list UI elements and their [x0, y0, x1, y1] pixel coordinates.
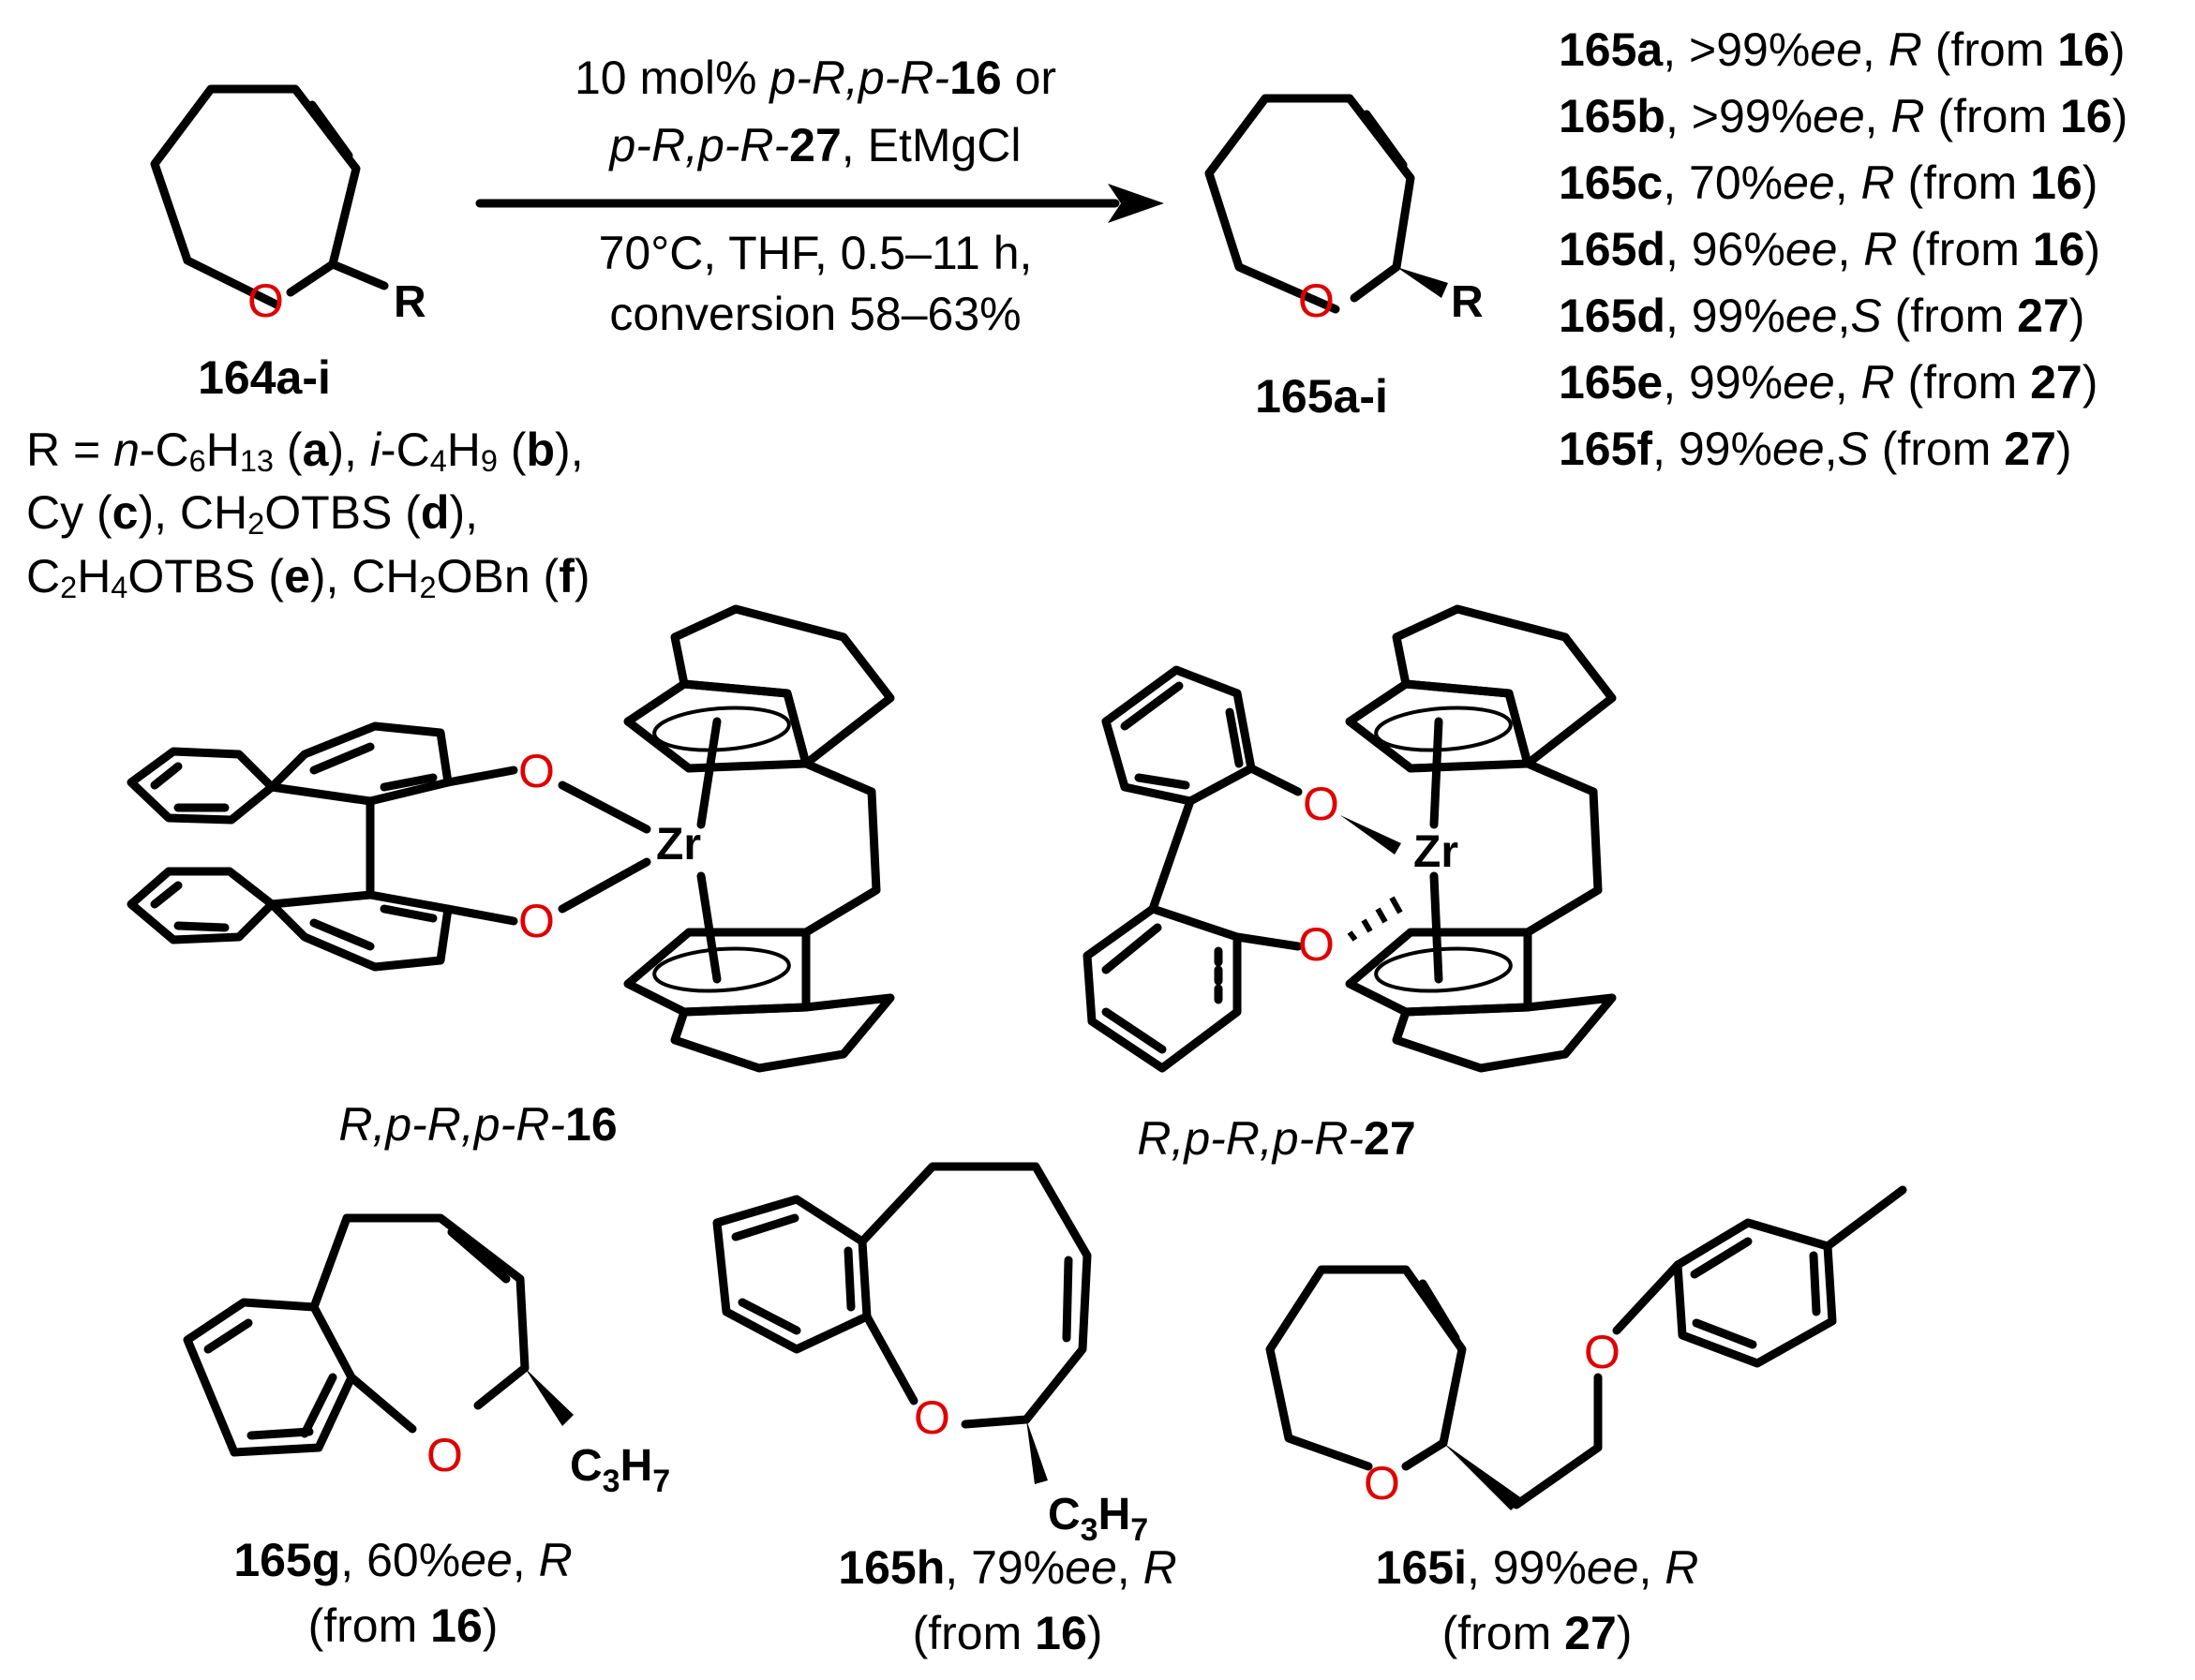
result-row: 165c, 70%ee, R (from 16)	[1559, 156, 2098, 209]
example-165g-source: (from 16)	[307, 1599, 499, 1652]
product-165-structure: O R	[1204, 94, 1484, 327]
r-group-label: R	[1451, 277, 1484, 327]
oxygen-atom: O	[1584, 1326, 1620, 1378]
product-label: 165a-i	[1255, 370, 1388, 423]
zirconium-atom: Zr	[1413, 827, 1458, 877]
result-row: 165b, >99%ee, R (from 16)	[1559, 90, 2128, 142]
catalyst-16-label: R,p-R,p-R-16	[338, 1098, 618, 1151]
r-group-definition-line2: Cy (c), CH2OTBS (d),	[26, 486, 478, 541]
condition-conversion-line: conversion 58–63%	[609, 288, 1022, 340]
example-165h-label: 165h, 79%ee, R	[838, 1541, 1177, 1594]
condition-catalyst-line1: 10 mol% p-R,p-R-16 or	[574, 52, 1057, 104]
product-165i-structure: O O	[1265, 1185, 1907, 1510]
oxygen-atom: O	[1298, 275, 1335, 327]
result-row: 165d, 96%ee, R (from 16)	[1559, 223, 2101, 275]
result-row: 165e, 99%ee, R (from 27)	[1559, 356, 2098, 409]
result-row: 165f, 99%ee,S (from 27)	[1559, 423, 2072, 475]
zirconium-atom: Zr	[656, 820, 701, 870]
condition-temperature-line: 70°C, THF, 0.5–11 h,	[598, 227, 1033, 279]
propyl-label: C3H7	[1048, 1490, 1148, 1548]
example-165i-source: (from 27)	[1441, 1607, 1633, 1659]
catalyst-27-label: R,p-R,p-R-27	[1137, 1112, 1416, 1165]
oxygen-atom: O	[518, 745, 555, 797]
oxygen-atom: O	[1364, 1457, 1400, 1509]
reaction-arrow	[475, 184, 1164, 223]
r-group-definition-line3: C2H4OTBS (e), CH2OBn (f)	[26, 550, 590, 604]
oxygen-atom: O	[1303, 778, 1339, 830]
example-165i-label: 165i, 99%ee, R	[1375, 1541, 1699, 1594]
oxygen-atom: O	[518, 895, 555, 947]
r-group-definition-line1: R = n-C6H13 (a), i-C4H9 (b),	[26, 424, 584, 478]
catalyst-27-structure: O O Zr	[1083, 604, 1617, 1073]
result-row: 165a, >99%ee, R (from 16)	[1559, 23, 2126, 76]
example-165g-label: 165g, 60%ee, R	[233, 1534, 573, 1586]
condition-catalyst-line2: p-R,p-R-27, EtMgCl	[609, 119, 1022, 171]
result-row: 165d, 99%ee,S (from 27)	[1559, 290, 2085, 342]
oxygen-atom: O	[914, 1391, 950, 1444]
catalyst-16-structure: O O Zr	[127, 604, 895, 1073]
oxygen-atom: O	[426, 1429, 463, 1481]
stereo-wedge	[1396, 267, 1448, 298]
r-group-label: R	[394, 277, 426, 327]
reactant-164-structure: O R	[150, 84, 426, 327]
propyl-label: C3H7	[570, 1441, 670, 1499]
product-165g-structure: O C3H7	[183, 1213, 670, 1499]
oxygen-atom: O	[247, 275, 284, 327]
example-165h-source: (from 16)	[912, 1607, 1103, 1659]
substrate-label: 164a-i	[198, 351, 331, 404]
oxygen-atom: O	[1298, 918, 1335, 971]
product-165h-structure: O C3H7	[712, 1162, 1148, 1548]
